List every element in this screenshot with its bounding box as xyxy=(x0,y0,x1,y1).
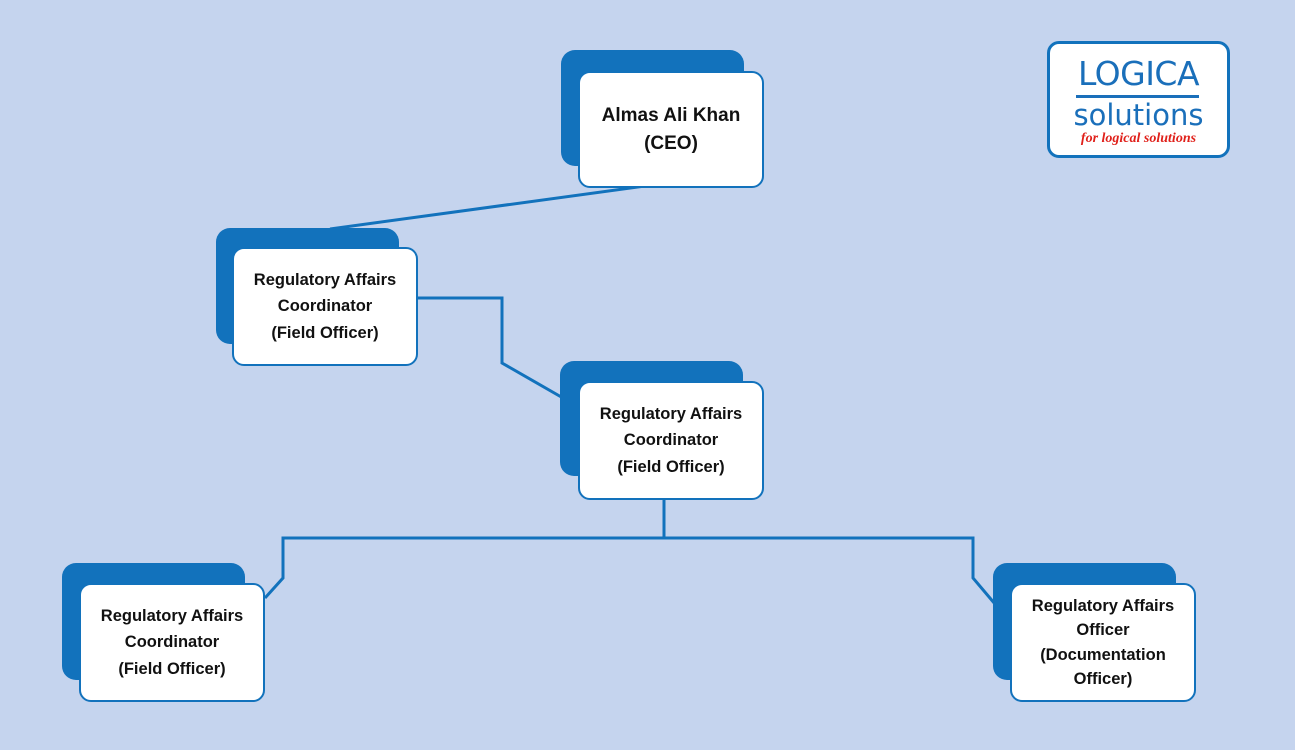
company-logo: LOGICA solutions for logical solutions xyxy=(1047,41,1230,158)
node-role: (Field Officer) xyxy=(271,323,379,342)
org-node-rac2[interactable]: Regulatory Affairs Coordinator (Field Of… xyxy=(560,361,764,500)
node-title-line: Coordinator xyxy=(623,431,719,450)
node-card: Almas Ali Khan (CEO) xyxy=(578,71,764,188)
node-title-line: Coordinator xyxy=(277,297,373,316)
logo-brand: LOGICA xyxy=(1077,54,1200,93)
node-name: Almas Ali Khan xyxy=(601,104,741,126)
node-title-line: Officer xyxy=(1076,621,1130,639)
node-title-line: Regulatory Affairs xyxy=(100,606,244,625)
org-node-rao[interactable]: Regulatory Affairs Officer (Documentatio… xyxy=(993,563,1196,702)
node-card: Regulatory Affairs Officer (Documentatio… xyxy=(1010,583,1196,702)
node-title-line: Regulatory Affairs xyxy=(1031,596,1175,615)
org-node-rac3[interactable]: Regulatory Affairs Coordinator (Field Of… xyxy=(62,563,265,702)
node-card: Regulatory Affairs Coordinator (Field Of… xyxy=(578,381,764,500)
node-title-line: Regulatory Affairs xyxy=(599,404,743,423)
node-role: (Field Officer) xyxy=(118,659,226,678)
edge-ceo-rac1 xyxy=(329,184,646,231)
node-card: Regulatory Affairs Coordinator (Field Of… xyxy=(232,247,418,366)
node-role: (CEO) xyxy=(644,132,698,154)
logo-tagline: for logical solutions xyxy=(1080,131,1197,146)
org-node-ceo[interactable]: Almas Ali Khan (CEO) xyxy=(561,50,764,188)
node-role: (Field Officer) xyxy=(617,457,725,476)
logo-divider xyxy=(1076,95,1199,98)
edge-rac2-rac3 xyxy=(263,498,666,600)
logo-sub: solutions xyxy=(1073,98,1204,132)
node-title-line: Coordinator xyxy=(124,633,220,652)
node-card: Regulatory Affairs Coordinator (Field Of… xyxy=(79,583,265,702)
node-title-line: Regulatory Affairs xyxy=(253,270,397,289)
org-node-rac1[interactable]: Regulatory Affairs Coordinator (Field Of… xyxy=(216,228,418,366)
node-role: (Documentation xyxy=(1040,645,1166,664)
node-role: Officer) xyxy=(1073,670,1133,688)
edge-rac1-rac2 xyxy=(416,296,564,400)
edge-rac2-rao xyxy=(664,536,997,605)
